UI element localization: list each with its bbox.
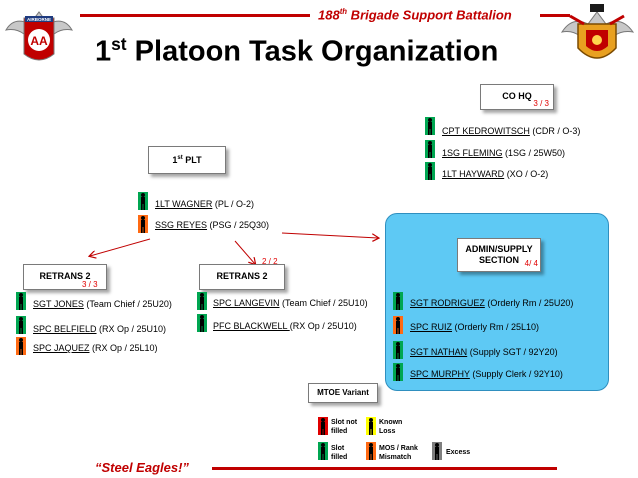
soldier-icon — [393, 363, 403, 381]
plt-title: 1st PLT — [172, 155, 202, 165]
soldier-icon — [393, 292, 403, 310]
page-title: 1st Platoon Task Organization — [95, 34, 499, 68]
arrow-to-admin — [281, 232, 378, 238]
battalion-title: 188th Brigade Support Battalion — [318, 7, 512, 23]
retrans-1-title: RETRANS 2 — [39, 271, 91, 281]
admin-title-line2: SECTION — [478, 255, 519, 265]
header-rule-left — [80, 14, 310, 17]
soldier-icon — [197, 314, 207, 332]
arrow-to-retrans-2 — [234, 240, 255, 264]
motto: “Steel Eagles!” — [95, 460, 189, 475]
retrans-2-member-1: SPC LANGEVIN (Team Chief / 25U10) — [213, 298, 368, 308]
co-hq-member-1: CPT KEDROWITSCH (CDR / O-3) — [442, 126, 581, 136]
header-rule-right — [540, 14, 570, 17]
division-patch-logo: AIRBORNE AA — [4, 4, 74, 66]
soldier-icon — [138, 215, 148, 233]
airborne-tab-text: AIRBORNE — [27, 17, 51, 22]
soldier-icon — [393, 316, 403, 334]
admin-count: 4/ 4 — [524, 259, 538, 268]
legend-filled-icon — [318, 442, 328, 460]
plt-member-1: 1LT WAGNER (PL / O-2) — [155, 199, 255, 209]
plt-member-2: SSG REYES (PSG / 25Q30) — [155, 220, 270, 230]
legend-mismatch-icon — [366, 442, 376, 460]
retrans-1-box: RETRANS 2 3 / 3 — [23, 264, 107, 290]
battalion-crest-logo — [560, 2, 635, 70]
soldier-icon — [197, 292, 207, 310]
retrans-2-box: RETRANS 2 2 / 2 — [199, 257, 285, 290]
soldier-icon — [425, 162, 435, 180]
retrans-1-count: 3 / 3 — [82, 280, 98, 289]
legend-title: MTOE Variant — [317, 388, 369, 397]
admin-member-3: SGT NATHAN (Supply SGT / 92Y20) — [410, 347, 558, 357]
soldier-icon — [16, 337, 26, 355]
admin-title-line1: ADMIN/SUPPLY — [465, 244, 533, 254]
plt-box: 1st PLT — [148, 146, 226, 174]
co-hq-count: 3 / 3 — [533, 99, 549, 108]
retrans-1-member-3: SPC JAQUEZ (RX Op / 25L10) — [33, 343, 158, 353]
aa-letters: AA — [30, 34, 48, 48]
soldier-icon — [425, 140, 435, 158]
co-hq-member-2: 1SG FLEMING (1SG / 25W50) — [442, 148, 566, 158]
retrans-2-count: 2 / 2 — [262, 257, 278, 266]
retrans-2-member-2: PFC BLACKWELL (RX Op / 25U10) — [213, 321, 357, 331]
footer-rule — [212, 467, 557, 470]
retrans-1-member-2: SPC BELFIELD (RX Op / 25U10) — [33, 324, 167, 334]
co-hq-box: CO HQ 3 / 3 — [480, 84, 554, 110]
soldier-icon — [393, 341, 403, 359]
co-hq-title: CO HQ — [502, 91, 532, 101]
retrans-2-title: RETRANS 2 — [216, 271, 268, 281]
co-hq-member-3: 1LT HAYWARD (XO / O-2) — [442, 169, 549, 179]
legend-known-loss-icon — [366, 417, 376, 435]
legend-excess: Excess — [446, 449, 471, 456]
admin-supply-box: ADMIN/SUPPLY SECTION 4/ 4 — [457, 238, 541, 272]
admin-member-2: SPC RUIZ (Orderly Rm / 25L10) — [410, 322, 540, 332]
soldier-icon — [16, 292, 26, 310]
admin-member-1: SGT RODRIGUEZ (Orderly Rm / 25U20) — [410, 298, 574, 308]
soldier-icon — [16, 316, 26, 334]
legend-excess-icon — [432, 442, 442, 460]
soldier-icon — [138, 192, 148, 210]
arrow-to-retrans-1 — [90, 238, 151, 256]
legend-not-filled-icon — [318, 417, 328, 435]
legend-title-box: MTOE Variant — [308, 383, 378, 403]
admin-member-4: SPC MURPHY (Supply Clerk / 92Y10) — [410, 369, 563, 379]
retrans-1-member-1: SGT JONES (Team Chief / 25U20) — [33, 299, 172, 309]
soldier-icon — [425, 117, 435, 135]
